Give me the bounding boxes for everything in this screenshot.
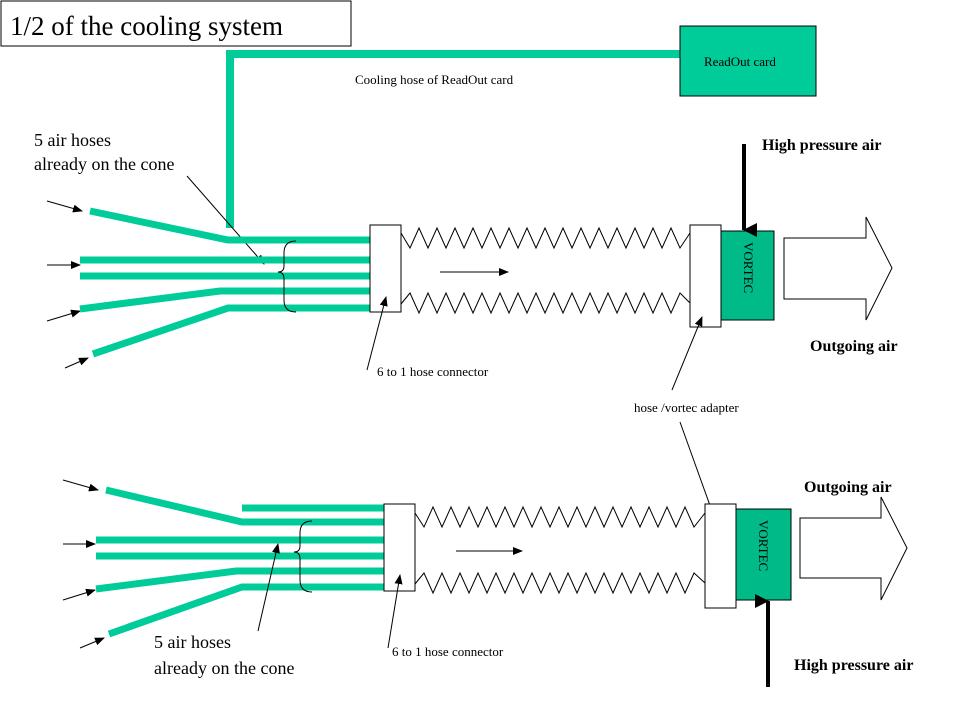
top-flex-hose-lower [400, 291, 691, 315]
bottom-inflow-arrow-4 [79, 637, 105, 649]
adapter-label: hose /vortec adapter [634, 400, 739, 415]
bottom-connector-label: 6 to 1 hose connector [392, 644, 504, 659]
bottom-hoses-pointer [257, 543, 280, 632]
top-high-pressure-label: High pressure air [762, 137, 881, 154]
top-flex-hose-upper [400, 226, 691, 250]
top-hose-vortec-adapter [689, 224, 722, 328]
bottom-hoses-brace [293, 520, 313, 593]
top-connector-label: 6 to 1 hose connector [377, 364, 489, 379]
top-inflow-arrow-3 [46, 309, 81, 322]
top-air-hoses [79, 207, 370, 358]
bottom-inflow-arrow-3 [62, 588, 96, 601]
top-hoses-brace [277, 240, 297, 313]
bottom-vortec-label: VORTEC [756, 520, 771, 571]
bottom-outgoing-label: Outgoing air [804, 479, 892, 496]
adapter-pointer-top [671, 316, 703, 391]
bottom-high-pressure-label: High pressure air [794, 657, 913, 674]
bottom-flex-hose-upper [414, 505, 706, 529]
bottom-inflow-arrow-1 [62, 479, 99, 492]
bottom-connector-pointer [387, 574, 403, 649]
top-hoses-label-1: 5 air hoses [34, 130, 111, 150]
bottom-hoses-label-1: 5 air hoses [154, 632, 231, 652]
bottom-outgoing-arrow [799, 496, 908, 601]
readout-hose-label: Cooling hose of ReadOut card [355, 72, 514, 87]
bottom-air-hoses [95, 486, 384, 638]
readout-card-label: ReadOut card [704, 54, 776, 69]
page-title: 1/2 of the cooling system [10, 11, 283, 41]
top-outgoing-label: Outgoing air [810, 338, 898, 355]
top-hoses-pointer [186, 175, 265, 265]
top-hoses-label-2: already on the cone [34, 154, 174, 174]
top-inflow-arrow-1 [46, 200, 83, 213]
top-vortec-label: VORTEC [741, 242, 756, 293]
readout-card [679, 25, 817, 97]
bottom-hoses-label-2: already on the cone [154, 658, 294, 678]
top-connector-pointer [366, 296, 388, 371]
top-outgoing-arrow [783, 216, 893, 321]
bottom-flex-hose-lower [414, 571, 706, 595]
top-inflow-arrow-4 [64, 357, 89, 369]
readout-cooling-hose [226, 50, 680, 228]
bottom-hose-vortec-adapter [704, 503, 737, 609]
title-box [0, 0, 352, 47]
